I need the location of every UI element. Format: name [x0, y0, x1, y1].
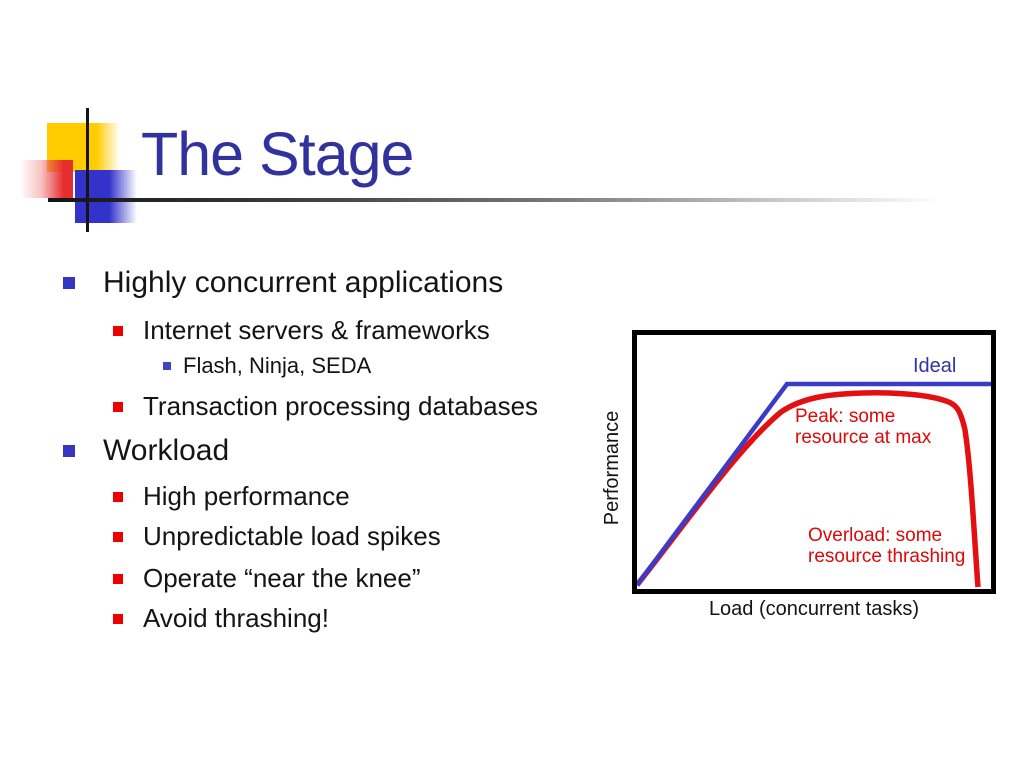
bullet-text: High performance — [143, 481, 350, 511]
bullet-text: Operate “near the knee” — [143, 563, 421, 593]
bullet-row: Transaction processing databases — [113, 390, 538, 423]
bullet-text: Unpredictable load spikes — [143, 521, 441, 551]
peak-annotation-line2: resource at max — [795, 427, 932, 448]
bullet-text: Workload — [103, 434, 230, 467]
bullet-text: Transaction processing databases — [143, 391, 539, 421]
overload-annotation-line1: Overload: some — [808, 525, 943, 546]
bullet-row: High performance — [113, 480, 350, 513]
square-bullet-icon — [113, 573, 123, 584]
ideal-series-label: Ideal — [913, 355, 957, 377]
bullet-row: Workload — [63, 432, 229, 470]
decor-vertical-line — [86, 108, 89, 232]
square-bullet-icon — [63, 277, 75, 289]
overload-annotation: Overload: some resource thrashing — [808, 525, 965, 567]
title-divider-rule — [48, 198, 960, 202]
square-bullet-icon — [63, 445, 75, 457]
bullet-row: Highly concurrent applications — [63, 264, 503, 302]
square-bullet-icon — [113, 531, 123, 542]
bullet-row: Avoid thrashing! — [113, 602, 329, 635]
bullet-row: Internet servers & frameworks — [113, 314, 490, 347]
peak-annotation-line1: Peak: some — [795, 406, 896, 427]
bullet-text: Flash, Ninja, SEDA — [183, 353, 372, 378]
bullet-text: Highly concurrent applications — [103, 266, 504, 299]
square-bullet-icon — [113, 491, 123, 502]
bullet-row: Operate “near the knee” — [113, 562, 421, 595]
bullet-row: Unpredictable load spikes — [113, 520, 441, 553]
peak-annotation: Peak: some resource at max — [795, 406, 931, 448]
actual-performance-curve — [637, 390, 981, 588]
square-bullet-icon — [113, 401, 123, 412]
square-bullet-icon — [113, 613, 123, 624]
overload-annotation-line2: resource thrashing — [808, 546, 966, 567]
decor-blue-square — [75, 170, 137, 223]
bullet-row: Flash, Ninja, SEDA — [163, 352, 371, 380]
x-axis-label: Load (concurrent tasks) — [708, 598, 920, 620]
slide-title: The Stage — [141, 120, 414, 188]
chart-canvas — [637, 381, 991, 588]
y-axis-label: Performance — [601, 410, 623, 526]
ideal-performance-line — [637, 381, 991, 587]
square-bullet-icon — [163, 362, 171, 370]
decor-red-square — [20, 160, 73, 198]
bullet-text: Internet servers & frameworks — [143, 315, 490, 345]
square-bullet-icon — [113, 325, 123, 336]
bullet-text: Avoid thrashing! — [143, 603, 329, 633]
performance-chart: Ideal Peak: some resource at max Overloa… — [632, 330, 996, 594]
